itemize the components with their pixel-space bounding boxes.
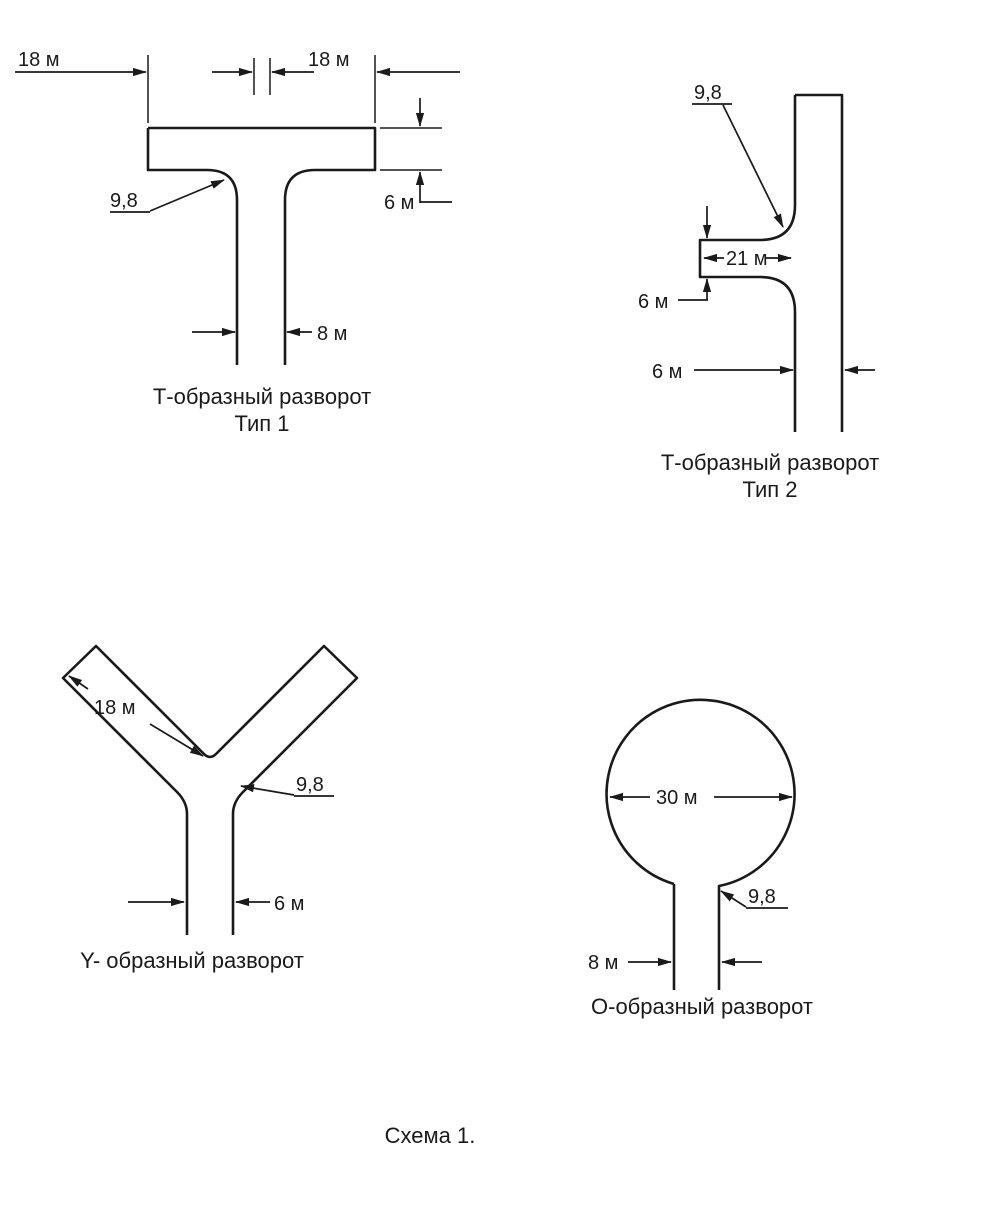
- figure-t1: 18 м 18 м 6 м 9,8 8 м Т-образный разворо…: [15, 49, 460, 436]
- t2-dim-barw-label: 6 м: [652, 361, 682, 383]
- y-title: Y- образный разворот: [80, 948, 304, 973]
- o-fillet-leader: [720, 890, 747, 908]
- y-outline: [61, 644, 359, 935]
- figure-o: 30 м 9,8 8 м О-образный разворот: [588, 698, 813, 1019]
- t2-dim-fillet-label: 9,8: [694, 82, 722, 104]
- scheme-caption: Схема 1.: [385, 1123, 476, 1148]
- y-arrow-arm-outer: [68, 675, 89, 690]
- t1-fillet-leader: [149, 179, 225, 212]
- t1-dim-barh-label: 6 м: [384, 192, 414, 214]
- y-arrow-arm-inner: [149, 723, 204, 757]
- t2-dim-stubh-label: 6 м: [638, 291, 668, 313]
- t2-fillet-leader: [722, 104, 784, 228]
- t2-outline: [698, 93, 844, 432]
- t2-dim-stublen-label: 21 м: [726, 248, 768, 270]
- t2-title-line2: Тип 2: [742, 477, 797, 502]
- figure-y: 18 м 9,8 6 м Y- образный разворот: [61, 644, 359, 973]
- y-dim-fillet-label: 9,8: [296, 774, 324, 796]
- t1-title-line2: Тип 1: [234, 411, 289, 436]
- o-dim-diameter-label: 30 м: [656, 787, 698, 809]
- y-dim-stem-label: 6 м: [274, 893, 304, 915]
- t1-extension-lines: [147, 55, 442, 171]
- figure-t2: 9,8 21 м 6 м 6 м Т-образный разворот Тип…: [638, 82, 879, 502]
- y-fillet-leader: [240, 784, 295, 796]
- o-title: О-образный разворот: [591, 994, 813, 1019]
- t1-dim-right-label: 18 м: [308, 49, 350, 71]
- y-dim-arm-label: 18 м: [94, 697, 136, 719]
- t1-outline: [146, 126, 377, 365]
- o-outline: [605, 698, 796, 990]
- t2-title-line1: Т-образный разворот: [661, 450, 879, 475]
- t1-dim-stem-label: 8 м: [317, 323, 347, 345]
- o-dim-stem-label: 8 м: [588, 952, 618, 974]
- o-dim-fillet-label: 9,8: [748, 886, 776, 908]
- t1-title-line1: Т-образный разворот: [153, 384, 371, 409]
- t1-dim-left-label: 18 м: [18, 49, 60, 71]
- t1-dim-fillet-label: 9,8: [110, 190, 138, 212]
